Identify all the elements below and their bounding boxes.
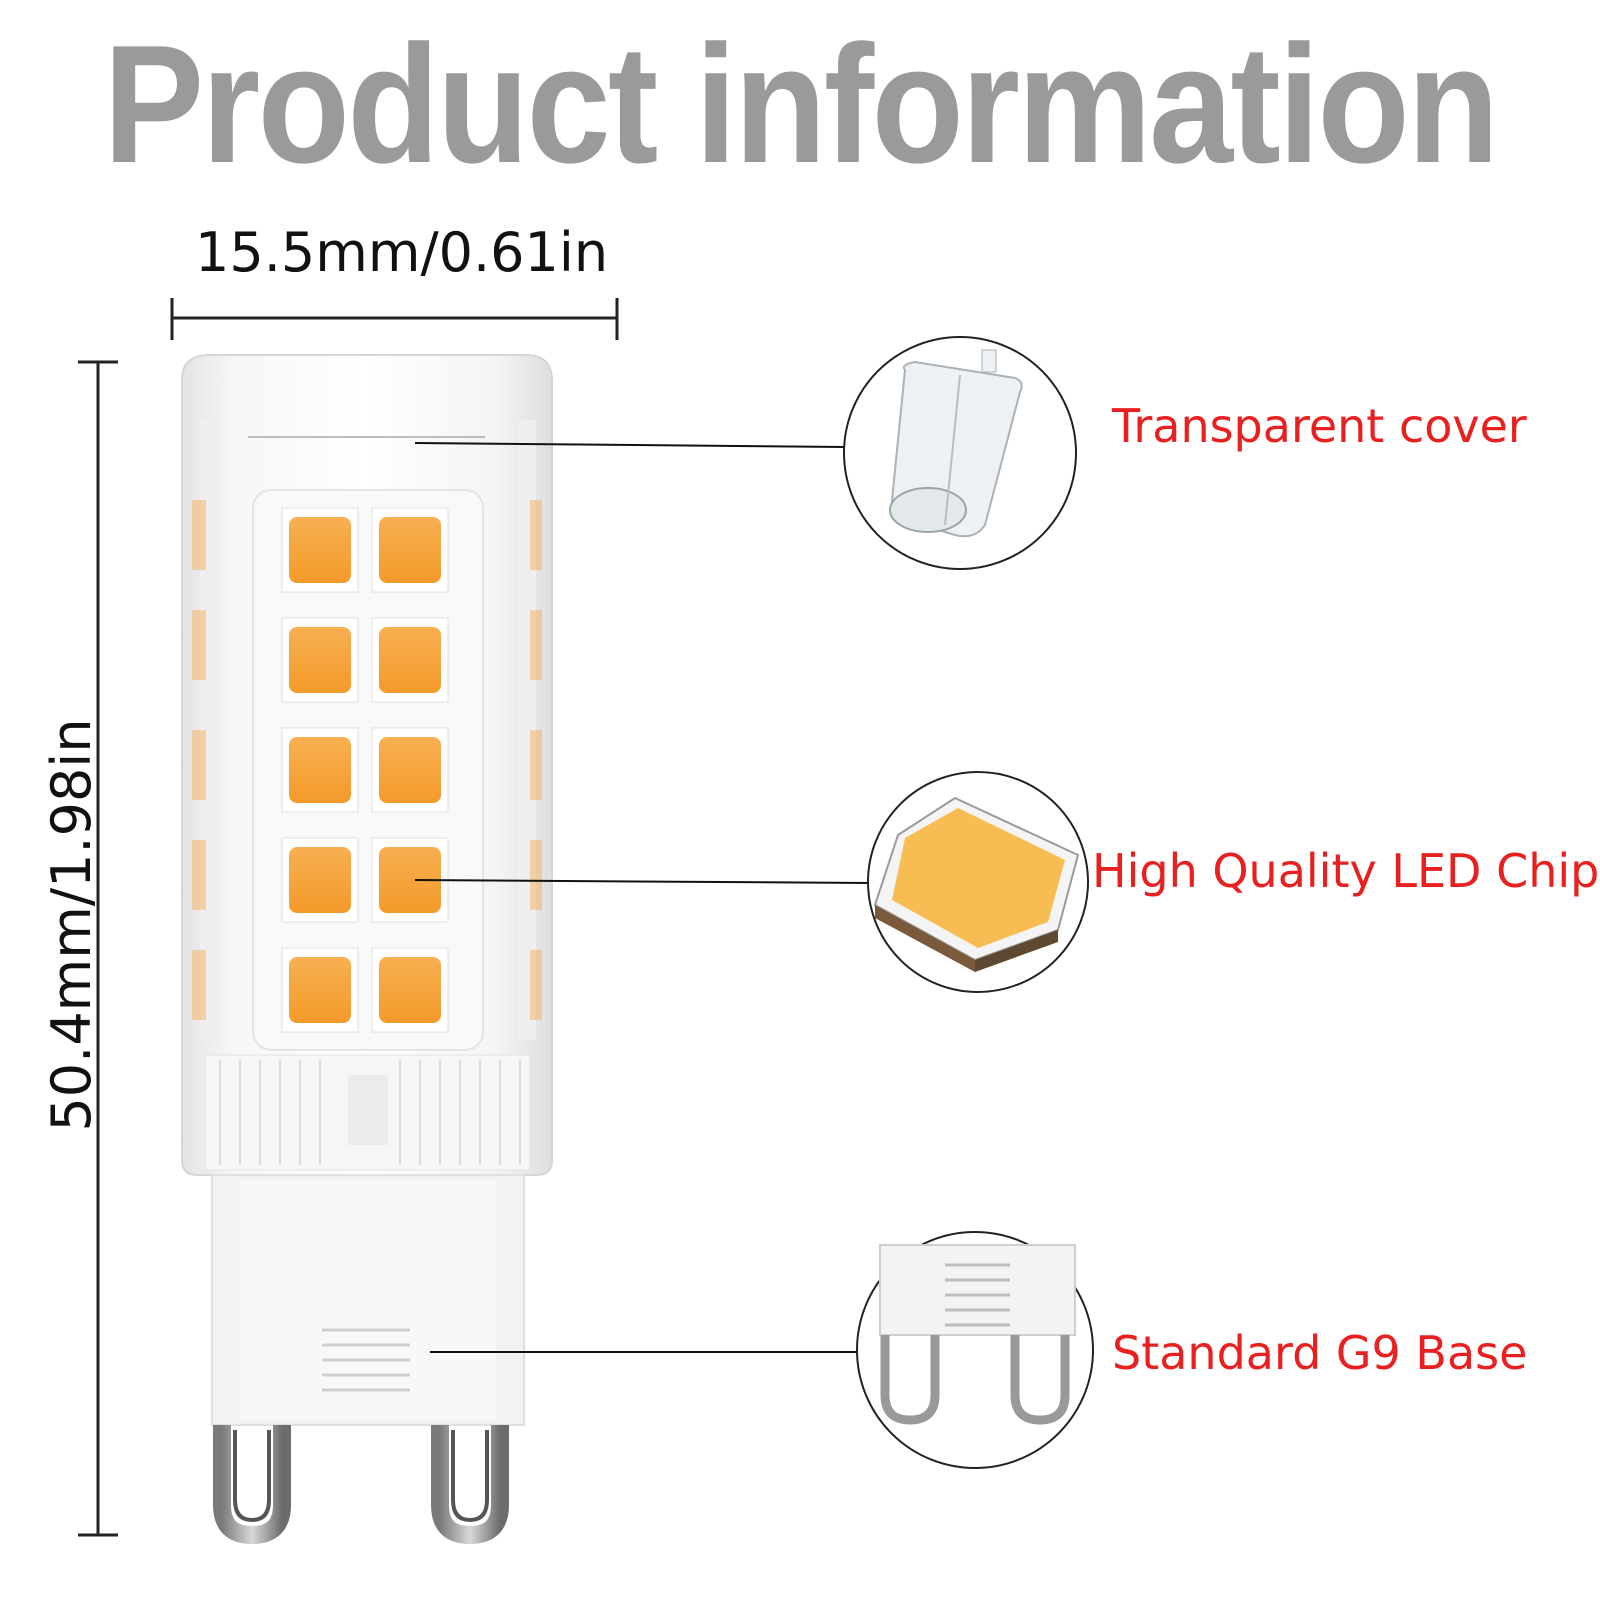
base-grip-lines: [322, 1328, 410, 1392]
led-chip: [371, 617, 449, 703]
page-title: Product information: [103, 10, 1499, 198]
callout-transparent-cover: Transparent cover: [1112, 399, 1527, 453]
ribbed-collar: [219, 1060, 521, 1165]
callout-led-chip: High Quality LED Chip: [1092, 844, 1600, 898]
led-chip: [281, 727, 359, 813]
g9-base: [211, 1174, 525, 1545]
cover-detail-circle: [843, 336, 1077, 570]
cover-icon: [889, 349, 1023, 538]
callout-g9-base: Standard G9 Base: [1112, 1326, 1528, 1380]
height-dimension-line: [78, 360, 118, 1537]
base-pin-left: [213, 1425, 291, 1545]
base-pin-right: [431, 1425, 509, 1545]
chip-detail-circle: [867, 771, 1089, 993]
leader-lines: [414, 442, 871, 1353]
base-detail-circle: [856, 1231, 1094, 1469]
led-chip: [281, 507, 359, 593]
led-chip: [281, 837, 359, 923]
led-chip: [371, 947, 449, 1033]
led-chip: [371, 727, 449, 813]
bulb-body: [181, 354, 553, 1176]
led-chip: [281, 947, 359, 1033]
side-led-chips: [192, 500, 542, 1020]
led-chip-grid: [281, 507, 449, 1033]
led-chip: [371, 507, 449, 593]
g9-base-icon: [879, 1244, 1076, 1425]
width-dimension-line: [170, 298, 619, 340]
width-dimension-label: 15.5mm/0.61in: [195, 221, 609, 284]
led-chip-icon: [873, 796, 1080, 972]
led-chip: [281, 617, 359, 703]
